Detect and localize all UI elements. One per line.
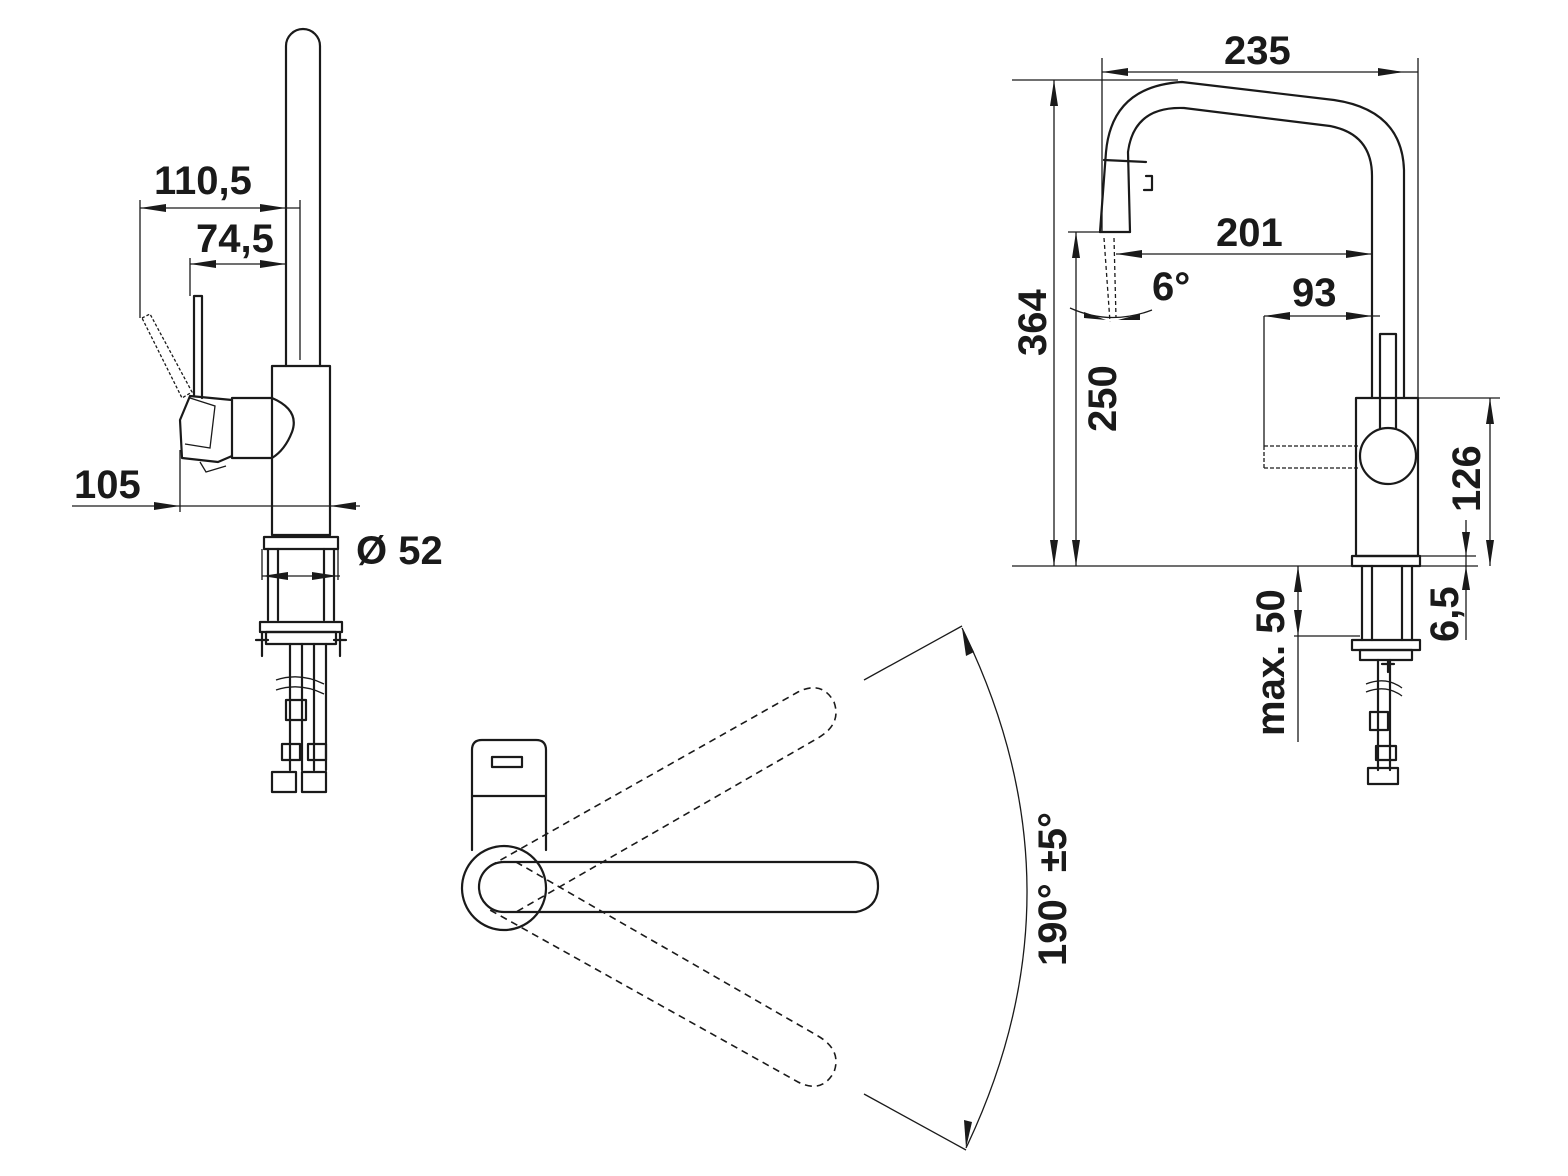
side-lever-cap	[178, 394, 234, 464]
arrow	[962, 628, 974, 656]
side-lever-arm	[192, 294, 204, 400]
top-spout-arm-ghost-lower	[489, 861, 837, 1088]
side-view: 110,5 74,5 105 Ø 52	[72, 27, 443, 794]
dim-diameter-52: Ø 52	[356, 529, 443, 573]
front-mount-nut	[1358, 648, 1414, 674]
top-lever-slot	[490, 755, 524, 769]
dim-364: 364	[1011, 289, 1055, 356]
side-hose-fittings	[280, 698, 328, 762]
arrow	[1294, 566, 1302, 592]
dim-105: 105	[74, 463, 141, 507]
arrow	[1462, 566, 1470, 590]
dim-line-364	[1012, 79, 1178, 566]
front-hoses	[1376, 658, 1392, 772]
dim-line-250	[1068, 231, 1100, 566]
arrow	[260, 260, 286, 268]
front-base	[1350, 554, 1422, 568]
side-lever-detail	[184, 397, 227, 473]
dim-arc-6-degree	[1069, 307, 1153, 319]
top-spout-arm	[477, 860, 880, 914]
dim-line-235	[1101, 58, 1419, 398]
side-spout	[284, 27, 322, 368]
side-body	[270, 364, 332, 537]
dim-201: 201	[1216, 211, 1283, 255]
side-mounting-nut	[264, 630, 338, 646]
front-hose-break	[1365, 680, 1403, 697]
arrow	[1346, 312, 1372, 320]
top-spout-ring	[460, 844, 548, 932]
arrow	[1486, 398, 1494, 424]
side-shank	[266, 547, 336, 622]
arrow	[1264, 312, 1290, 320]
top-lever-body	[470, 738, 548, 852]
front-lever-stem	[1378, 332, 1398, 430]
dim-line-105	[72, 450, 360, 512]
dim-6-degree: 6°	[1152, 265, 1190, 309]
side-hoses	[288, 642, 328, 772]
arrow	[154, 502, 180, 510]
dim-250: 250	[1081, 365, 1125, 432]
arrow	[1378, 68, 1404, 76]
front-spout-inner	[1126, 106, 1374, 400]
side-lever-hub	[230, 396, 295, 460]
front-spout-outer	[1098, 80, 1406, 400]
arrow	[1462, 532, 1470, 556]
arrow	[1118, 314, 1140, 320]
front-shank	[1360, 564, 1414, 642]
front-body	[1354, 396, 1420, 558]
dim-6-5: 6,5	[1423, 586, 1467, 642]
dim-swivel-190: 190° ±5°	[1031, 812, 1075, 966]
side-mounting-plate	[258, 620, 344, 634]
side-bolts	[254, 630, 348, 658]
front-mount-plate	[1350, 638, 1422, 652]
arrow	[1294, 610, 1302, 636]
front-hose-fittings	[1366, 710, 1400, 786]
dim-74-5: 74,5	[196, 217, 274, 261]
swivel-arc	[961, 627, 1028, 1149]
arrow	[1102, 68, 1128, 76]
swivel-extension-upper	[863, 625, 963, 681]
arrow	[1072, 540, 1080, 566]
arrow	[1116, 250, 1142, 258]
arrow	[190, 260, 216, 268]
front-spray-head	[1098, 158, 1154, 234]
arrow	[140, 204, 166, 212]
dim-line-93	[1263, 315, 1380, 446]
swivel-extension-lower	[863, 1093, 967, 1151]
arrow	[1486, 540, 1494, 566]
arrow	[1072, 232, 1080, 258]
arrow	[312, 572, 338, 580]
arrow	[260, 204, 286, 212]
front-lever-knob	[1358, 426, 1418, 486]
front-lever-handle	[1263, 445, 1360, 469]
dim-126: 126	[1445, 445, 1489, 512]
dim-max-50: max. 50	[1249, 589, 1293, 736]
arrow	[1050, 540, 1058, 566]
front-spray-stream	[1103, 237, 1117, 323]
arrow	[1084, 312, 1106, 320]
top-spout-arm-ghost-upper	[489, 686, 837, 913]
arrow	[1050, 80, 1058, 106]
arrow	[1346, 250, 1372, 258]
arrow	[330, 502, 356, 510]
side-base-ring	[262, 535, 340, 551]
arrow	[262, 572, 288, 580]
dim-93: 93	[1292, 271, 1337, 315]
front-view: 235 201 6° 93 364 250 126 6,5 max. 50	[1011, 29, 1500, 786]
dim-235: 235	[1224, 29, 1291, 73]
side-hose-ends	[270, 770, 328, 794]
dim-line-126	[1418, 397, 1500, 566]
dim-110-5: 110,5	[154, 159, 252, 203]
side-hose-break	[275, 676, 325, 695]
side-lever-arm-ghost	[141, 313, 193, 399]
top-view: 190° ±5°	[460, 625, 1075, 1151]
arrow	[964, 1120, 972, 1148]
